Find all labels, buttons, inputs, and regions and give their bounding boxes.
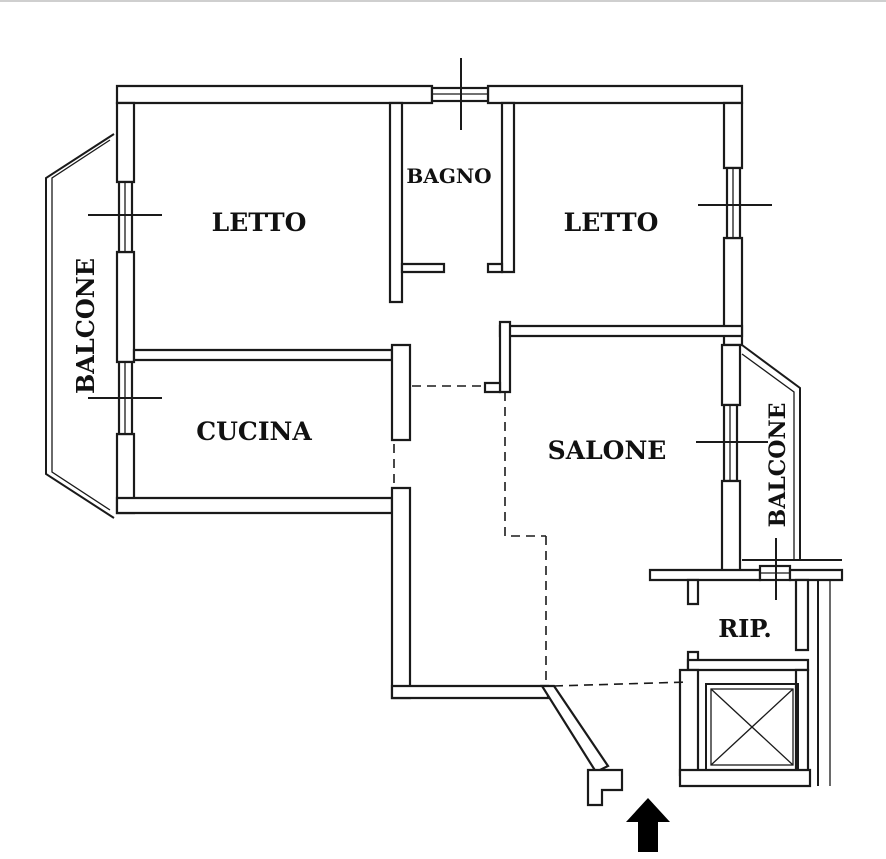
- cross-box-icon: [678, 668, 812, 788]
- dashed-openings: [393, 385, 689, 687]
- left-balcony: [45, 133, 115, 519]
- salone-right-walls: [696, 343, 842, 574]
- rip-walls: [648, 538, 844, 672]
- right-window-letto: [698, 166, 772, 240]
- room-label-letto-left: LETTO: [212, 208, 307, 237]
- room-label-rip: RIP.: [718, 614, 772, 643]
- outer-walls: [115, 84, 744, 515]
- left-windows: [88, 180, 162, 436]
- room-label-cucina: CUCINA: [196, 417, 312, 446]
- building-edge: [817, 580, 831, 786]
- room-label-letto-right: LETTO: [564, 208, 659, 237]
- bagno-window: [430, 58, 490, 130]
- room-label-balcone-left: BALCONE: [71, 258, 100, 394]
- room-label-balcone-right: BALCONE: [765, 403, 791, 528]
- room-label-bagno: BAGNO: [406, 164, 491, 188]
- interior-walls: [132, 101, 744, 807]
- room-label-salone: SALONE: [548, 436, 667, 465]
- arrow-up-icon: [626, 798, 670, 852]
